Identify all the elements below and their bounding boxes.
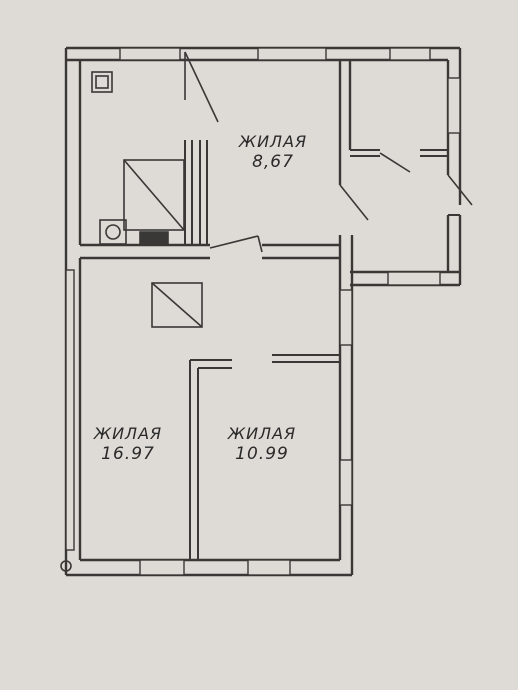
room-area: 16.97 (101, 444, 155, 464)
door-swings (184, 51, 473, 253)
fixtures (60, 71, 203, 572)
room-name: ЖИЛАЯ (93, 424, 163, 443)
room-area: 10.99 (235, 444, 289, 464)
room-label-left: ЖИЛАЯ 16.97 (88, 424, 168, 465)
room-area: 8,67 (252, 152, 294, 172)
room-label-top: ЖИЛАЯ 8,67 (228, 132, 318, 173)
interior-partitions (184, 140, 460, 560)
room-name: ЖИЛАЯ (238, 132, 308, 151)
window-openings (65, 47, 461, 576)
room-name: ЖИЛАЯ (227, 424, 297, 443)
room-label-right: ЖИЛАЯ 10.99 (222, 424, 302, 465)
